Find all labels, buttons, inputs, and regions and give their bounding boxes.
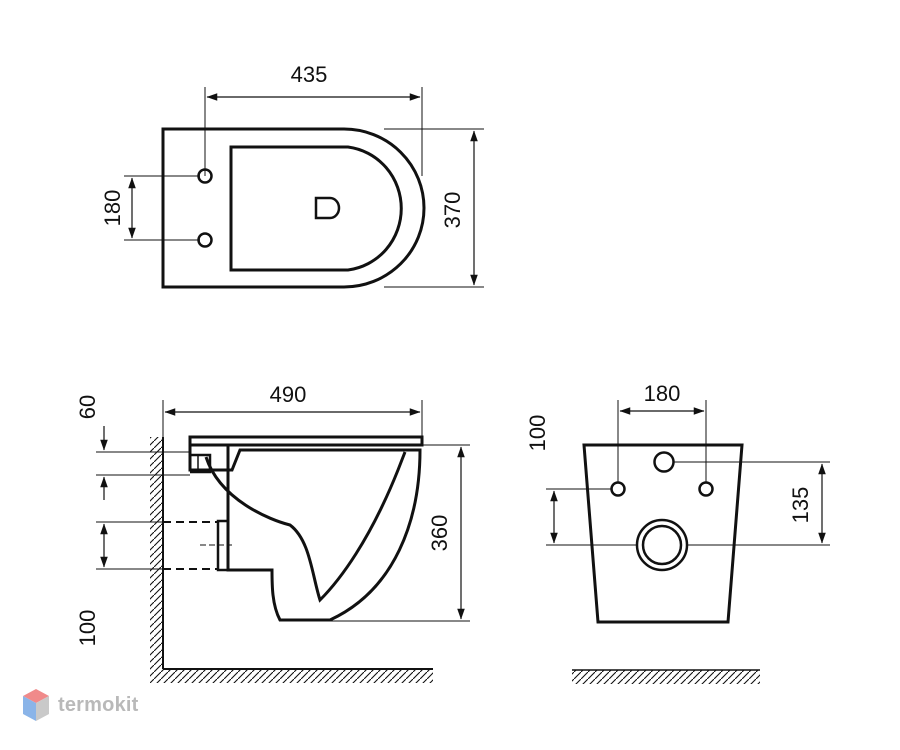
brand-name: termokit: [58, 693, 139, 716]
seat-opening-top: [229, 145, 403, 272]
inlet-pipe-side: [190, 453, 212, 474]
dim-label-435: 435: [291, 62, 328, 87]
bowl-outline-back: [582, 443, 744, 624]
top-view: [124, 87, 484, 289]
floor-hatch-back: [572, 670, 760, 684]
outlet-ring-inner: [641, 524, 683, 566]
drain-symbol: [314, 196, 341, 220]
inlet-hole-back: [653, 451, 675, 473]
bowl-outline-top: [161, 127, 426, 289]
seat-side: [188, 435, 424, 447]
dim-label-135: 135: [788, 487, 813, 524]
dim-label-60: 60: [75, 395, 100, 419]
mount-hole-lower: [197, 232, 213, 248]
floor-hatch-side: [150, 669, 433, 683]
outlet-ring-outer: [635, 518, 689, 572]
dim-label-360: 360: [427, 515, 452, 552]
dim-label-370: 370: [440, 192, 465, 229]
bowl-outline-side: [188, 445, 422, 622]
dim-label-180-back: 180: [644, 381, 681, 406]
wall-hatch: [150, 437, 163, 669]
dim-label-100-side: 100: [75, 610, 100, 647]
brand-watermark: termokit: [22, 688, 139, 722]
back-view: [546, 400, 830, 684]
dim-label-180-top: 180: [100, 190, 125, 227]
side-view: [96, 400, 470, 683]
dim-label-100-back: 100: [525, 415, 550, 452]
cube-logo-icon: [23, 689, 49, 721]
outlet-pipe-side: [216, 519, 230, 572]
bolt-hole-right-back: [698, 481, 714, 497]
bolt-hole-left-back: [610, 481, 626, 497]
trap-channel-side: [204, 451, 407, 603]
dim-label-490: 490: [270, 382, 307, 407]
